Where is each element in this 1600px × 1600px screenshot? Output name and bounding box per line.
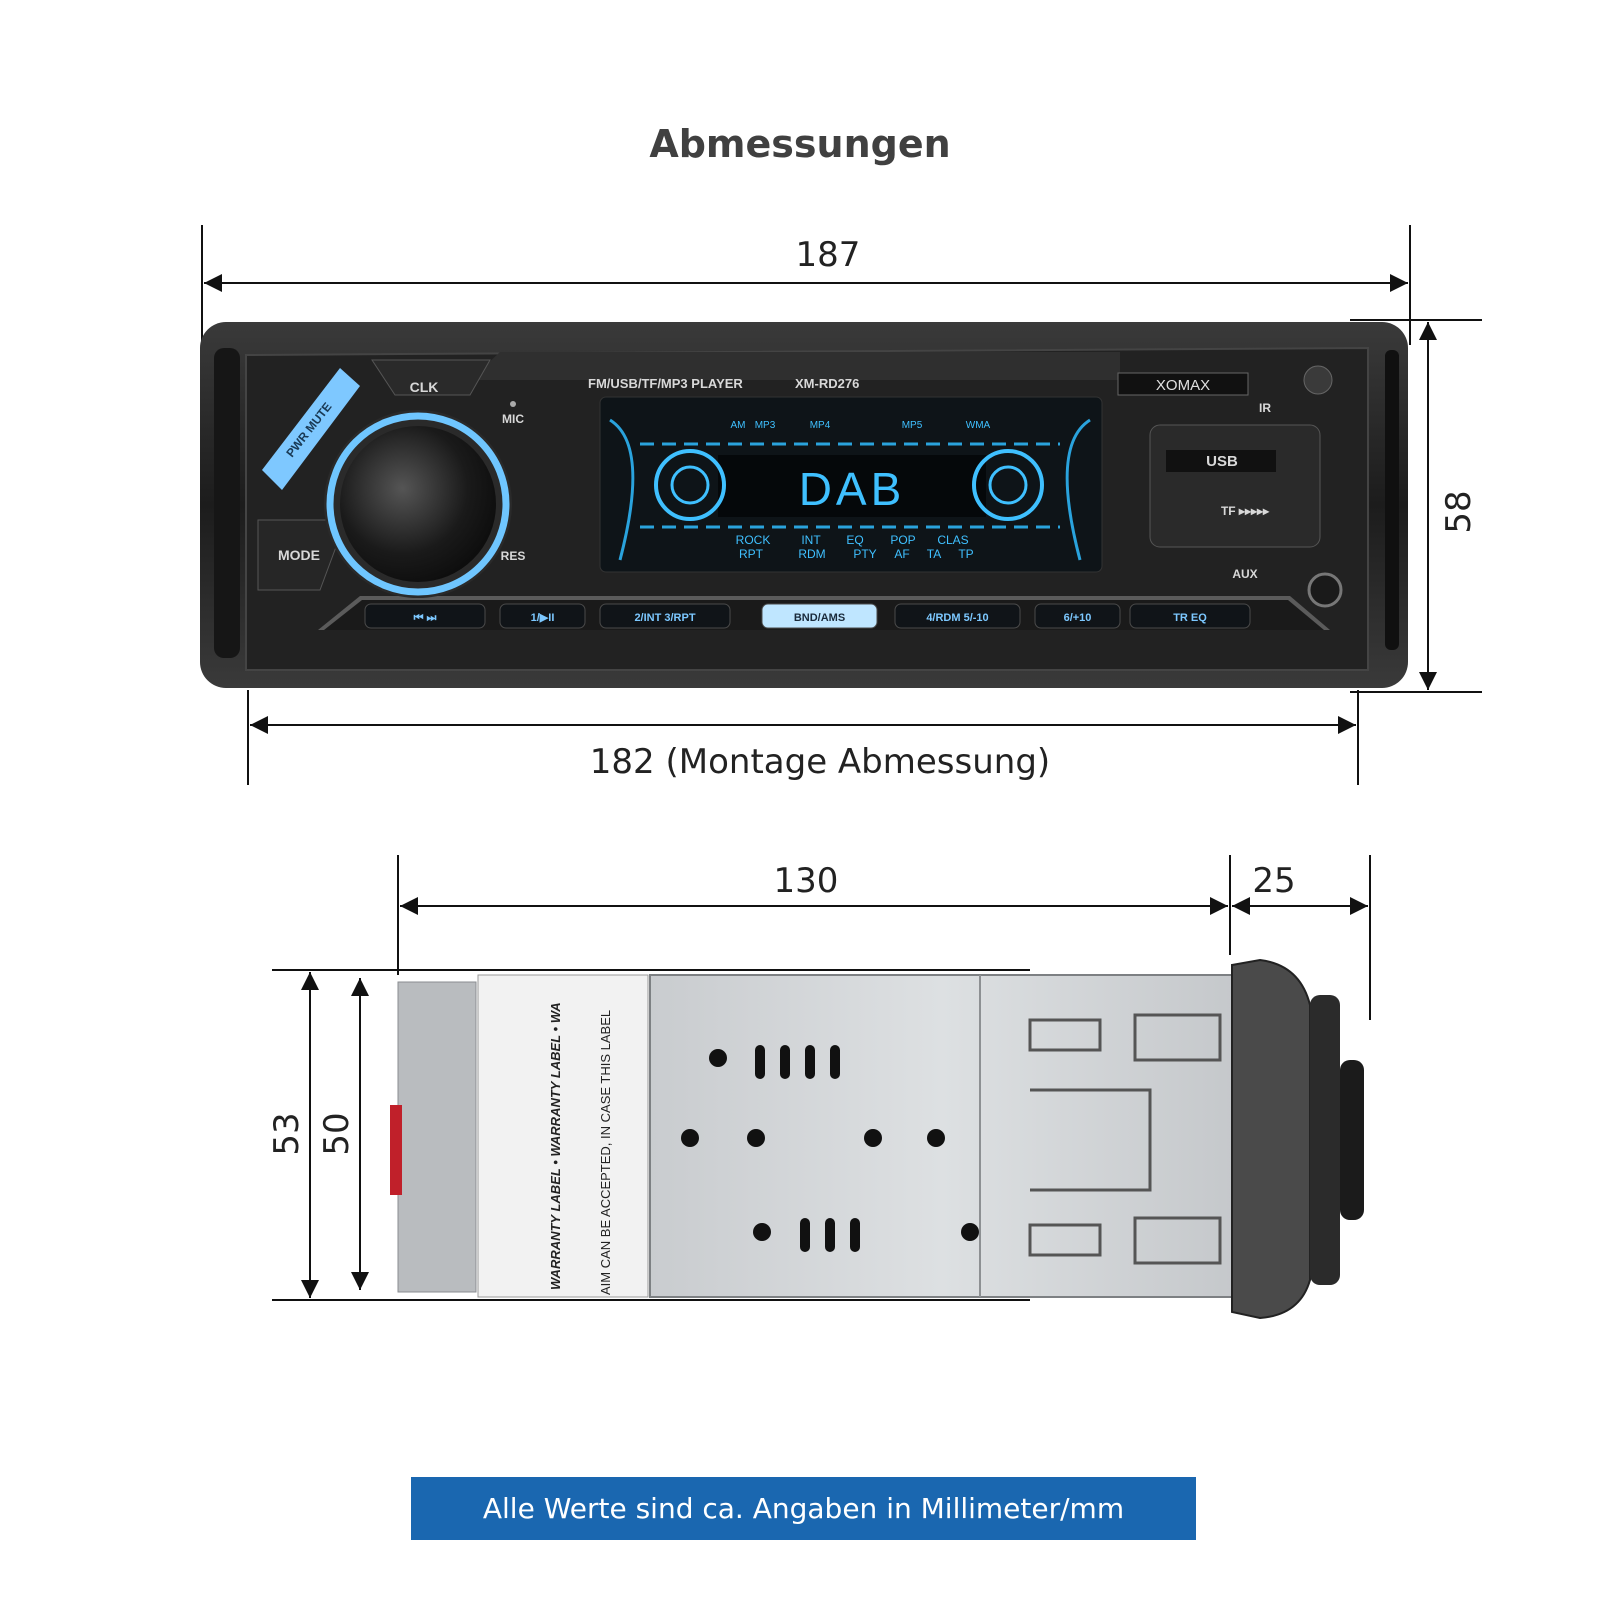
footer-note: Alle Werte sind ca. Angaben in Millimete… (482, 1492, 1125, 1525)
pwr-mute-button[interactable] (262, 368, 360, 490)
lcd-label-af: AF (894, 547, 909, 561)
radio-button-4[interactable] (894, 603, 1021, 629)
lcd-top-icons: AM MP3 MP4 MP5 WMA (731, 420, 991, 431)
lcd-label-pop: POP (890, 533, 915, 547)
mode-button[interactable] (257, 519, 347, 591)
dim-label-182: 182 (Montage Abmessung) (590, 742, 1050, 782)
lcd-row-1: ROCK INT EQ POP CLAS (736, 533, 969, 547)
radio-button-1[interactable] (499, 603, 586, 629)
fuse-connector (390, 1105, 402, 1195)
faceplate-edge (1310, 995, 1340, 1285)
product-line: FM/USB/TF/MP3 PLAYER (588, 376, 743, 391)
radio-button-5[interactable] (1034, 603, 1121, 629)
lcd-icon-mp3: MP3 (755, 420, 776, 431)
knob-side (1340, 1060, 1364, 1220)
radio-button-6[interactable] (1129, 603, 1251, 629)
radio-button-label-5: 6/+10 (1064, 612, 1092, 624)
dim-label-25: 25 (1252, 861, 1295, 901)
lcd-label-rpt: RPT (739, 547, 764, 561)
lcd-label-clas: CLAS (937, 533, 968, 547)
radio-button-label-0: ⏮ ⏭ (414, 612, 437, 624)
usb-label: USB (1206, 453, 1238, 470)
tf-label: TF ▸▸▸▸▸ (1221, 504, 1270, 518)
aux-jack[interactable] (1307, 572, 1343, 608)
dim-front-height: 58 (1350, 319, 1482, 693)
radio-front-view: PWR MUTE CLK MODE MIC RES FM/USB/TF/MP3 … (200, 322, 1408, 688)
mic-hole (510, 401, 516, 407)
clk-button[interactable] (371, 359, 491, 396)
dim-outer-height: 53 (267, 969, 1030, 1301)
dim-label-187: 187 (796, 235, 861, 275)
mode-label: MODE (278, 547, 320, 563)
radio-button-0[interactable] (364, 603, 486, 629)
dim-label-130: 130 (774, 861, 839, 901)
radio-button-2[interactable] (599, 603, 731, 629)
faceplate-side (1231, 958, 1311, 1320)
lcd-icon-mp4: MP4 (810, 420, 831, 431)
lcd-icon-mp5: MP5 (902, 420, 923, 431)
brand-logo: XOMAX (1156, 377, 1210, 394)
dim-faceplate-depth: 25 (1232, 855, 1371, 1020)
lcd-label-tp: TP (958, 547, 973, 561)
radio-button-label-1: 1/▶II (531, 612, 555, 624)
radio-button-label-3: BND/AMS (794, 612, 845, 624)
ir-label: IR (1259, 401, 1271, 415)
footer-banner: Alle Werte sind ca. Angaben in Millimete… (411, 1477, 1196, 1540)
aux-label: AUX (1232, 567, 1257, 581)
dim-inner-height: 50 (317, 978, 369, 1290)
lcd-label-int: INT (801, 533, 821, 547)
lcd-icon-am: AM (731, 420, 746, 431)
mic-label: MIC (502, 412, 524, 426)
radio-button-label-4: 4/RDM 5/-10 (926, 612, 988, 624)
usb-tf-slot[interactable] (1149, 424, 1321, 548)
dim-label-50: 50 (317, 1112, 357, 1155)
dim-mount-width: 182 (Montage Abmessung) (247, 690, 1359, 785)
warranty-label-text-2: AIM CAN BE ACCEPTED, IN CASE THIS LABEL (598, 1010, 613, 1295)
radio-button-3[interactable] (761, 603, 878, 629)
lcd-label-eq: EQ (846, 533, 863, 547)
lcd-label-ta: TA (927, 547, 941, 561)
ir-sensor (1303, 365, 1333, 395)
lcd-main-text: DAB (799, 463, 906, 515)
res-label: RES (501, 549, 526, 563)
lcd-row-2: RPT RDM PTY AF TA TP (739, 547, 974, 561)
radio-button-label-2: 2/INT 3/RPT (634, 612, 695, 624)
radio-side-view: WARRANTY LABEL • WARRANTY LABEL • WA AIM… (390, 958, 1364, 1320)
model-number: XM-RD276 (795, 376, 859, 391)
warranty-label-text: WARRANTY LABEL • WARRANTY LABEL • WA (548, 1002, 563, 1290)
lcd-label-rock: ROCK (736, 533, 771, 547)
dim-front-width: 187 (201, 225, 1411, 345)
dim-chassis-depth: 130 (397, 855, 1231, 975)
radio-button-label-6: TR EQ (1173, 612, 1207, 624)
dim-label-53: 53 (267, 1112, 307, 1155)
lcd-label-pty: PTY (853, 547, 876, 561)
lcd-icon-wma: WMA (966, 420, 991, 431)
dim-label-58: 58 (1439, 490, 1479, 533)
page-title: Abmessungen (649, 122, 951, 166)
clk-label: CLK (410, 379, 439, 395)
lcd-label-rdm: RDM (798, 547, 825, 561)
button-row: ⏮ ⏭ 1/▶II 2/INT 3/RPT BND/AMS 4/RDM 5/-10 6/+… (364, 603, 1251, 629)
